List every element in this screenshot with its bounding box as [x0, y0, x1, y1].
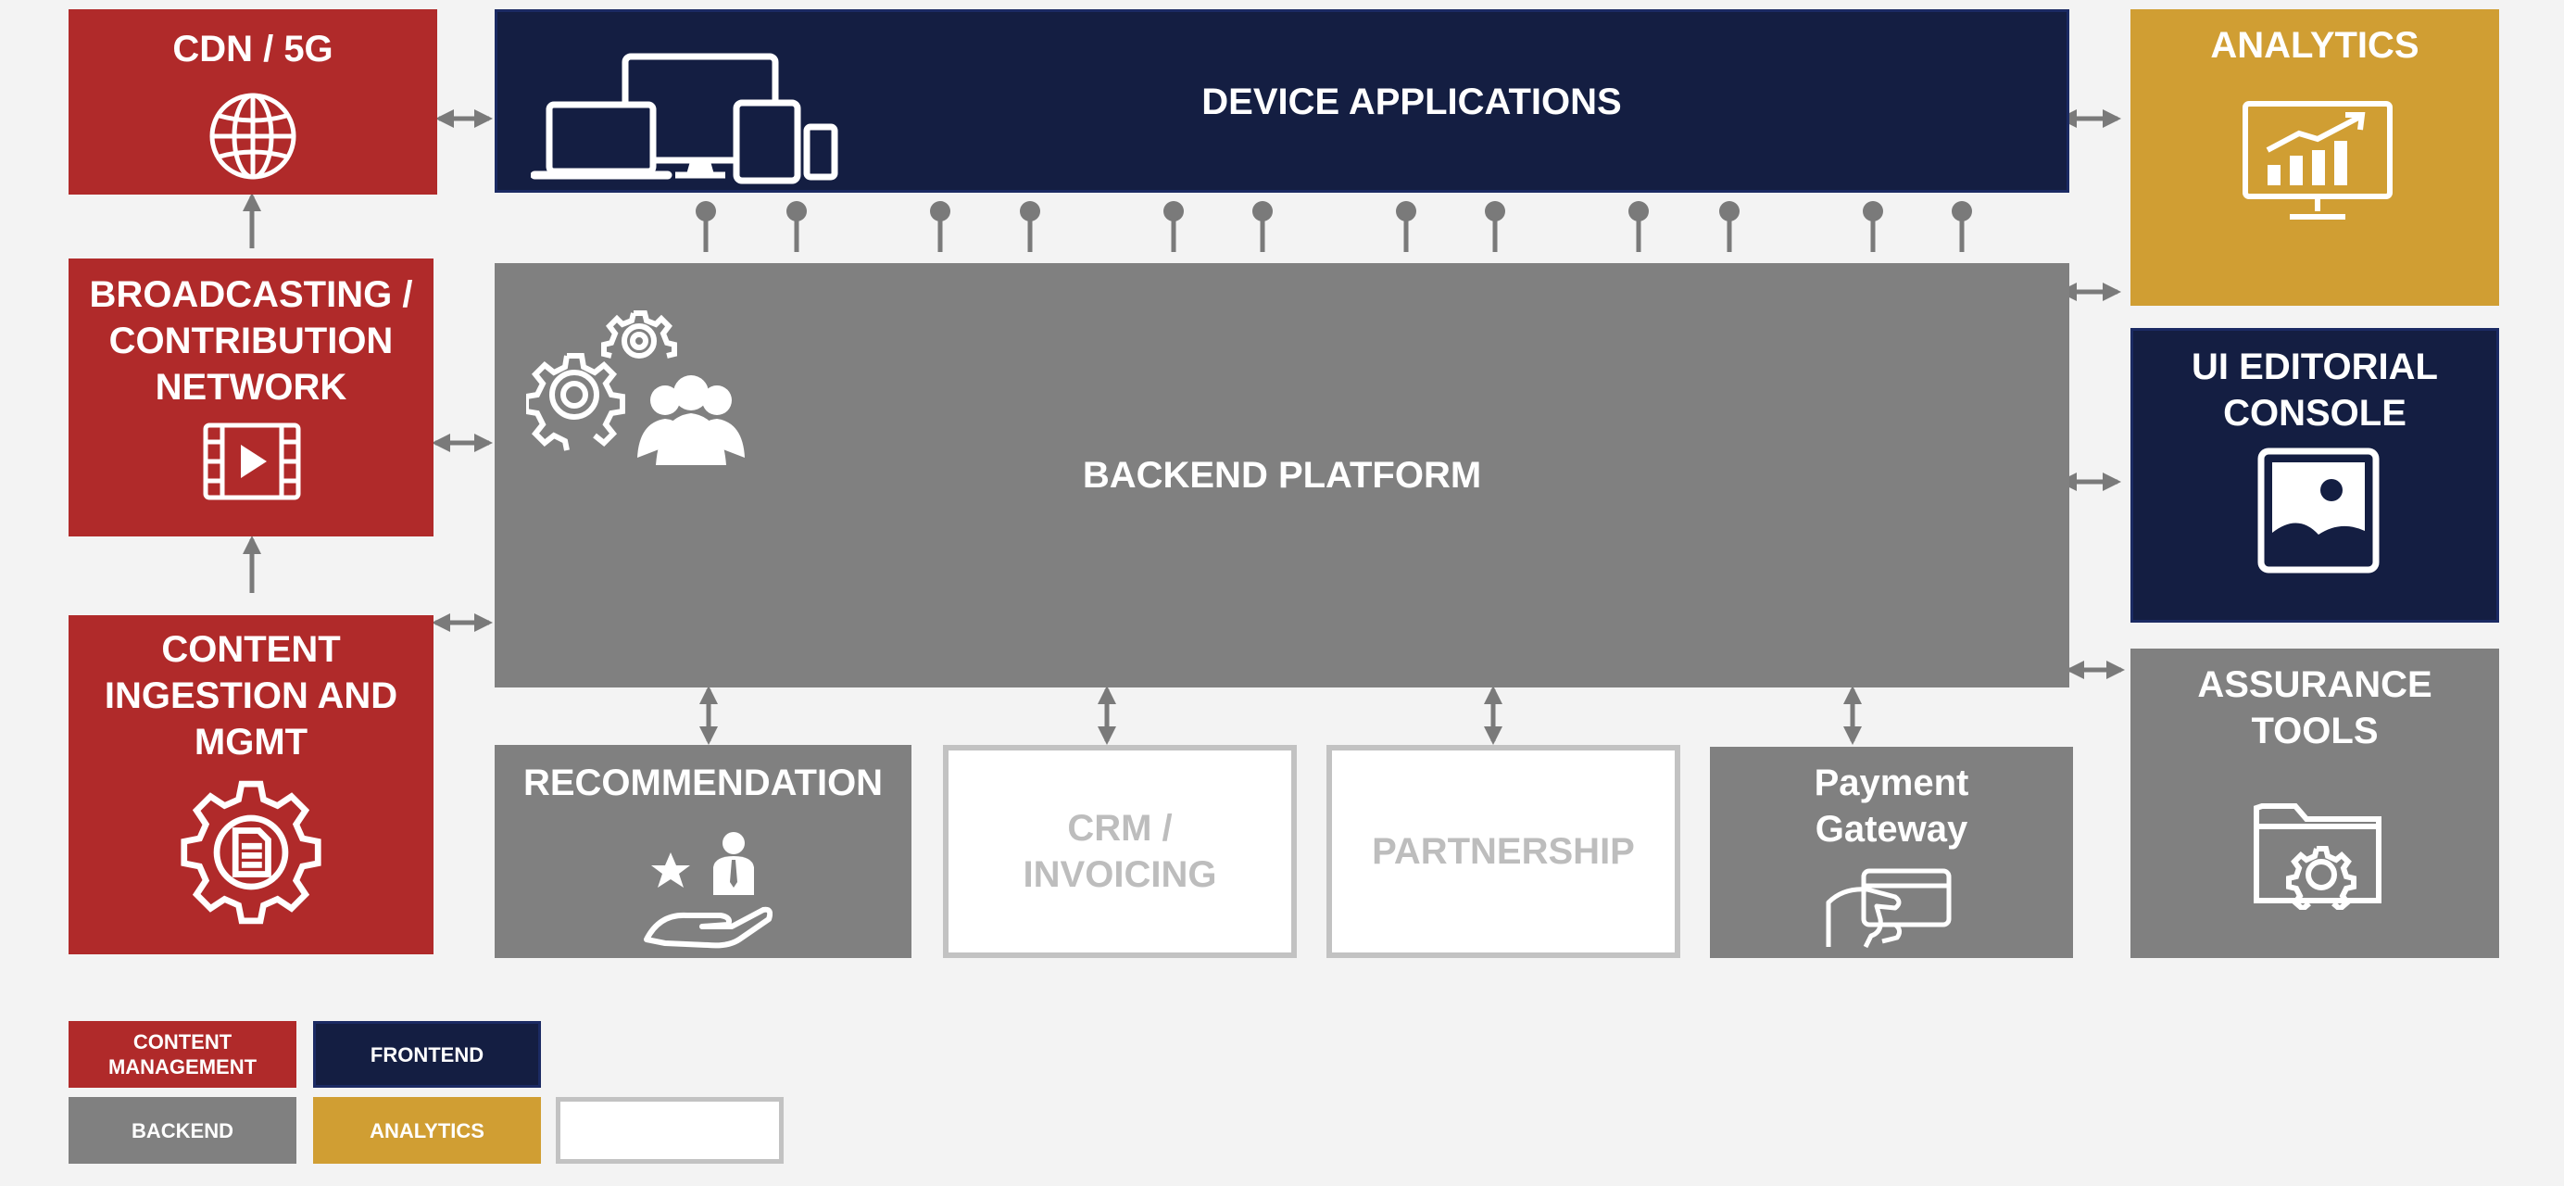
gears-users-icon — [526, 300, 748, 467]
devices-icon — [531, 44, 846, 186]
legend-analytics: ANALYTICS — [313, 1097, 541, 1164]
backend-platform-label: BACKEND PLATFORM — [1082, 455, 1482, 496]
assurance-tools-label: ASSURANCE TOOLS — [2197, 664, 2432, 751]
payment-gateway-block: Payment Gateway — [1710, 747, 2073, 958]
backend-platform-block: BACKEND PLATFORM — [495, 263, 2069, 687]
recommendation-label: RECOMMENDATION — [522, 763, 884, 803]
assurance-tools-block: ASSURANCE TOOLS — [2130, 649, 2499, 958]
ui-editorial-console-block: UI EDITORIAL CONSOLE — [2130, 328, 2499, 623]
analytics-label: ANALYTICS — [2210, 25, 2419, 66]
content-ingestion-label: CONTENT INGESTION AND MGMT — [104, 629, 398, 763]
crm-invoicing-block: CRM / INVOICING — [943, 745, 1297, 958]
ui-editorial-console-label: UI EDITORIAL CONSOLE — [2192, 347, 2438, 434]
legend-frontend: FRONTEND — [313, 1021, 541, 1088]
recommendation-block: RECOMMENDATION — [495, 745, 911, 958]
video-film-icon — [202, 422, 302, 501]
crm-invoicing-label: CRM / INVOICING — [1023, 808, 1217, 895]
content-ingestion-block: CONTENT INGESTION AND MGMT — [69, 615, 434, 954]
card-hand-icon — [1825, 865, 1954, 951]
analytics-block: ANALYTICS — [2130, 9, 2499, 306]
api-pins — [696, 201, 1972, 252]
star-hand-user-icon — [643, 830, 773, 949]
legend-content-management: CONTENT MANAGEMENT — [69, 1021, 296, 1088]
payment-gateway-label: Payment Gateway — [1814, 763, 1969, 850]
folder-gear-icon — [2251, 789, 2384, 910]
broadcasting-label: BROADCASTING / CONTRIBUTION NETWORK — [89, 274, 413, 408]
partnership-label: PARTNERSHIP — [1372, 831, 1635, 872]
partnership-block: PARTNERSHIP — [1326, 745, 1680, 958]
device-applications-label: DEVICE APPLICATIONS — [1201, 82, 1622, 122]
legend-external-systems: EXTERNAL SYSTEMS — [556, 1097, 784, 1164]
document-gear-icon — [173, 775, 329, 930]
broadcasting-block: BROADCASTING / CONTRIBUTION NETWORK — [69, 259, 434, 536]
globe-icon — [207, 90, 299, 183]
chart-monitor-icon — [2242, 98, 2394, 226]
cdn-5g-block: CDN / 5G — [69, 9, 437, 195]
image-icon — [2256, 446, 2381, 575]
cdn-5g-label: CDN / 5G — [172, 29, 333, 69]
device-applications-block: DEVICE APPLICATIONS — [495, 9, 2069, 193]
legend-backend: BACKEND — [69, 1097, 296, 1164]
